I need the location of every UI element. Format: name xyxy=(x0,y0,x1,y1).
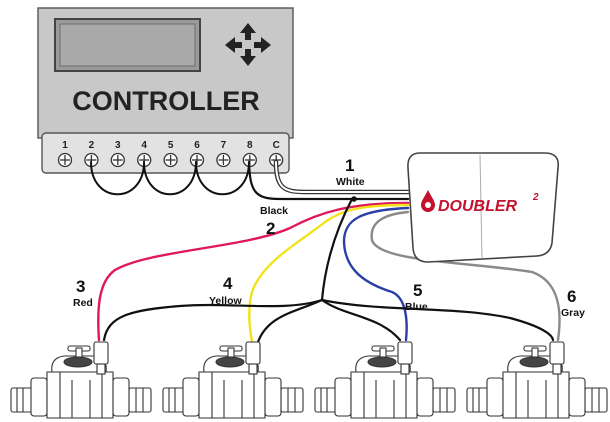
wire-1-color: White xyxy=(336,176,365,188)
wire-5-color: Blue xyxy=(405,301,428,313)
terminal-label: 2 xyxy=(89,140,95,151)
black-branch-1 xyxy=(102,298,324,342)
screw-icon xyxy=(110,152,125,168)
terminal-label: 8 xyxy=(247,140,253,151)
terminal-label: 7 xyxy=(221,140,227,151)
doubler-body xyxy=(407,152,560,263)
wire-2-color: Black xyxy=(260,205,288,217)
terminal-2: 2 xyxy=(84,140,99,168)
terminal-label: 6 xyxy=(194,140,200,151)
jumper-4-6 xyxy=(143,161,197,196)
screw-icon xyxy=(189,152,205,168)
black-wire xyxy=(247,160,410,201)
blue-wire xyxy=(342,206,410,342)
controller-terminal-strip xyxy=(41,132,290,174)
wire-4-number: 4 xyxy=(223,274,233,293)
valve-icon xyxy=(10,341,152,419)
wire-5-number: 5 xyxy=(413,281,422,300)
screw-icon xyxy=(84,152,99,168)
controller: CONTROLLER 1 2 3 4 5 6 7 8 C xyxy=(37,7,294,174)
terminal-7: 7 xyxy=(216,140,231,168)
wire-6-number: 6 xyxy=(567,287,576,306)
valve-icon xyxy=(162,341,304,419)
drop-logo-icon xyxy=(421,190,435,212)
doubler: DOUBLER 2 xyxy=(407,152,560,263)
wires xyxy=(90,159,561,344)
wire-1-number: 1 xyxy=(345,156,354,175)
screw-icon xyxy=(57,152,73,168)
terminal-6: 6 xyxy=(189,140,205,168)
wire-3-color: Red xyxy=(73,297,93,309)
black-branch-4 xyxy=(320,298,555,342)
black-branch-2 xyxy=(256,298,324,344)
gray-wire xyxy=(370,210,561,342)
terminal-label: 3 xyxy=(115,140,121,151)
wire-3-number: 3 xyxy=(76,277,85,296)
black-common-trunk xyxy=(320,197,354,302)
valve-row xyxy=(10,341,608,419)
terminal-4: 4 xyxy=(137,140,152,168)
terminal-label: 4 xyxy=(141,140,147,151)
valve-icon xyxy=(466,341,608,419)
screw-icon xyxy=(137,152,152,168)
doubler-superscript: 2 xyxy=(532,192,539,203)
red-wire xyxy=(97,201,410,342)
jumper-6-8 xyxy=(195,161,250,196)
white-wire xyxy=(275,161,409,193)
screw-icon xyxy=(163,152,178,168)
four-way-arrow-icon xyxy=(225,23,271,66)
yellow-wire xyxy=(248,203,410,344)
terminal-label: C xyxy=(273,140,280,151)
screw-icon xyxy=(216,152,231,168)
black-branch-3 xyxy=(320,298,402,342)
jumper-2-4 xyxy=(90,161,145,196)
terminal-1: 1 xyxy=(57,140,73,168)
terminal-label: 1 xyxy=(62,140,68,151)
controller-title: CONTROLLER xyxy=(72,86,259,116)
doubler-brand: DOUBLER xyxy=(438,198,518,215)
valve-icon xyxy=(314,341,456,419)
terminal-row: 1 2 3 4 5 6 7 8 C xyxy=(57,140,284,168)
wire-4-color: Yellow xyxy=(209,295,243,307)
terminal-3: 3 xyxy=(110,140,125,168)
wire-2-number: 2 xyxy=(266,219,275,238)
wire-6-color: Gray xyxy=(561,307,585,319)
terminal-label: 5 xyxy=(168,140,174,151)
terminal-5: 5 xyxy=(163,140,178,168)
